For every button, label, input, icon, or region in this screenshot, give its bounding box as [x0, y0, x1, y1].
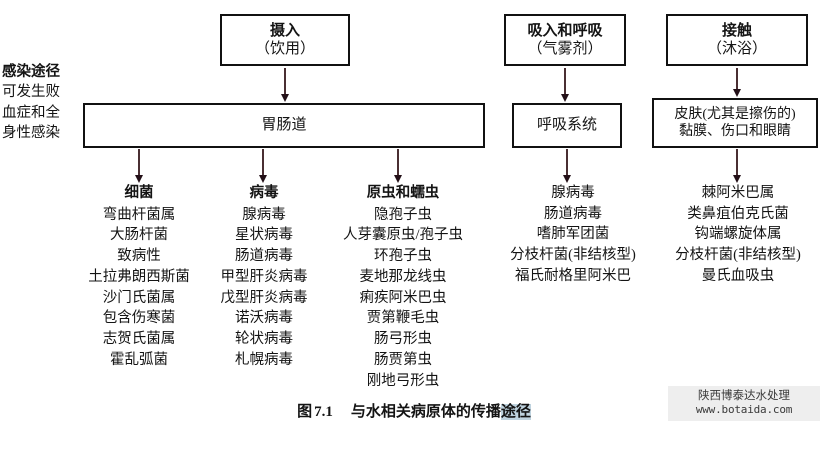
arrow-contact-to-skin [733, 68, 741, 97]
site-box-respiratory: 呼吸系统 [512, 103, 622, 148]
entry-box-contact: 接触 （沐浴） [666, 14, 808, 66]
list-item: 肠道病毒 [544, 205, 602, 222]
route-label-line3: 血症和全 [2, 104, 60, 121]
pathogen-column-protozoa: 原虫和蠕虫 隐孢子虫 人芽囊原虫/孢子虫 环孢子虫 麦地那龙线虫 痢疾阿米巴虫 … [318, 183, 488, 391]
pathogen-column-virus-header: 病毒 [249, 185, 279, 201]
list-item: 土拉弗朗西斯菌 [88, 268, 190, 285]
list-item: 肠弓形虫 [374, 331, 432, 348]
pathogen-column-virus: 病毒 腺病毒 星状病毒 肠道病毒 甲型肝炎病毒 戊型肝炎病毒 诺沃病毒 轮状病毒… [205, 183, 323, 371]
arrow-gi-to-virus [259, 149, 267, 183]
list-item: 大肠杆菌 [110, 227, 168, 244]
figure-caption-number: 7.1 [314, 404, 333, 420]
site-box-skin-line2: 黏膜、伤口和眼睛 [679, 124, 791, 139]
list-item: 分枝杆菌(非结核型) [510, 247, 636, 264]
list-item: 刚地弓形虫 [366, 372, 440, 389]
list-item: 环孢子虫 [374, 248, 432, 265]
list-item: 沙门氏菌属 [102, 289, 176, 306]
list-item: 腺病毒 [242, 206, 286, 223]
list-item: 致病性 [117, 248, 161, 265]
list-item: 志贺氏菌属 [102, 331, 176, 348]
list-item: 痢疾阿米巴虫 [359, 289, 447, 306]
arrow-skin-to-pathogens [733, 149, 741, 183]
site-box-skin: 皮肤(尤其是擦伤的) 黏膜、伤口和眼睛 [652, 98, 818, 148]
list-item: 霍乱弧菌 [110, 351, 168, 368]
route-label-line2: 可发生败 [2, 84, 60, 101]
entry-box-inhalation-title: 吸入和呼吸 [527, 22, 603, 39]
watermark-url: www.botaida.com [695, 403, 793, 417]
entry-box-inhalation: 吸入和呼吸 （气雾剂） [504, 14, 626, 66]
list-item: 札幌病毒 [235, 351, 293, 368]
list-item: 曼氏血吸虫 [701, 267, 775, 284]
arrow-gi-to-protozoa [394, 149, 402, 183]
arrow-respiratory-to-pathogens [563, 149, 571, 183]
pathogen-column-protozoa-header: 原虫和蠕虫 [366, 185, 440, 201]
pathogen-column-contact: 棘阿米巴属 类鼻疽伯克氏菌 钩端螺旋体属 分枝杆菌(非结核型) 曼氏血吸虫 [648, 183, 828, 287]
list-item: 包含伤寒菌 [102, 310, 176, 327]
arrow-ingestion-to-gi [281, 68, 289, 102]
list-item: 麦地那龙线虫 [359, 268, 447, 285]
pathogen-column-bacteria-header: 细菌 [124, 185, 154, 201]
figure-caption-label: 图 [297, 404, 313, 420]
entry-box-ingestion-title: 摄入 [269, 22, 300, 39]
entry-box-ingestion-subtitle: （饮用） [254, 41, 315, 57]
list-item: 人芽囊原虫/孢子虫 [342, 227, 464, 244]
list-item: 甲型肝炎病毒 [220, 268, 308, 285]
watermark-company: 陕西博泰达水处理 [698, 390, 790, 402]
infection-route-label: 感染途径 可发生败 血症和全 身性感染 [2, 62, 80, 143]
site-box-skin-line1: 皮肤(尤其是擦伤的) [674, 106, 796, 122]
list-item: 肠道病毒 [235, 248, 293, 265]
watermark: 陕西博泰达水处理 www.botaida.com [668, 386, 820, 422]
figure-caption-selected-text: 途径 [500, 404, 531, 420]
list-item: 肠贾第虫 [374, 351, 432, 368]
entry-box-ingestion: 摄入 （饮用） [220, 14, 350, 66]
list-item: 钩端螺旋体属 [694, 226, 782, 243]
list-item: 福氏耐格里阿米巴 [515, 267, 631, 284]
list-item: 轮状病毒 [235, 331, 293, 348]
route-label-title: 感染途径 [2, 64, 60, 80]
figure-caption-text: 与水相关病原体的传播 [350, 404, 501, 420]
list-item: 隐孢子虫 [374, 206, 432, 223]
pathogen-column-bacteria: 细菌 弯曲杆菌属 大肠杆菌 致病性 土拉弗朗西斯菌 沙门氏菌属 包含伤寒菌 志贺… [60, 183, 218, 371]
route-label-line4: 身性感染 [2, 124, 60, 141]
pathogen-column-respiratory: 腺病毒 肠道病毒 嗜肺军团菌 分枝杆菌(非结核型) 福氏耐格里阿米巴 [488, 183, 658, 287]
arrow-inhalation-to-respiratory [561, 68, 569, 102]
arrow-gi-to-bacteria [135, 149, 143, 183]
list-item: 棘阿米巴属 [701, 185, 775, 201]
list-item: 类鼻疽伯克氏菌 [687, 205, 789, 222]
entry-box-contact-title: 接触 [721, 22, 752, 39]
entry-box-contact-subtitle: （沐浴） [706, 41, 767, 57]
site-box-gastrointestinal: 胃肠道 [83, 103, 485, 148]
list-item: 诺沃病毒 [235, 310, 293, 327]
list-item: 嗜肺军团菌 [536, 226, 610, 243]
list-item: 分枝杆菌(非结核型) [675, 247, 801, 264]
list-item: 戊型肝炎病毒 [220, 289, 308, 306]
entry-box-inhalation-subtitle: （气雾剂） [527, 41, 603, 57]
list-item: 腺病毒 [551, 185, 595, 201]
site-box-gastrointestinal-label: 胃肠道 [261, 117, 307, 134]
list-item: 星状病毒 [235, 227, 293, 244]
site-box-respiratory-label: 呼吸系统 [536, 117, 597, 134]
list-item: 弯曲杆菌属 [102, 206, 176, 223]
list-item: 贾第鞭毛虫 [366, 310, 440, 327]
